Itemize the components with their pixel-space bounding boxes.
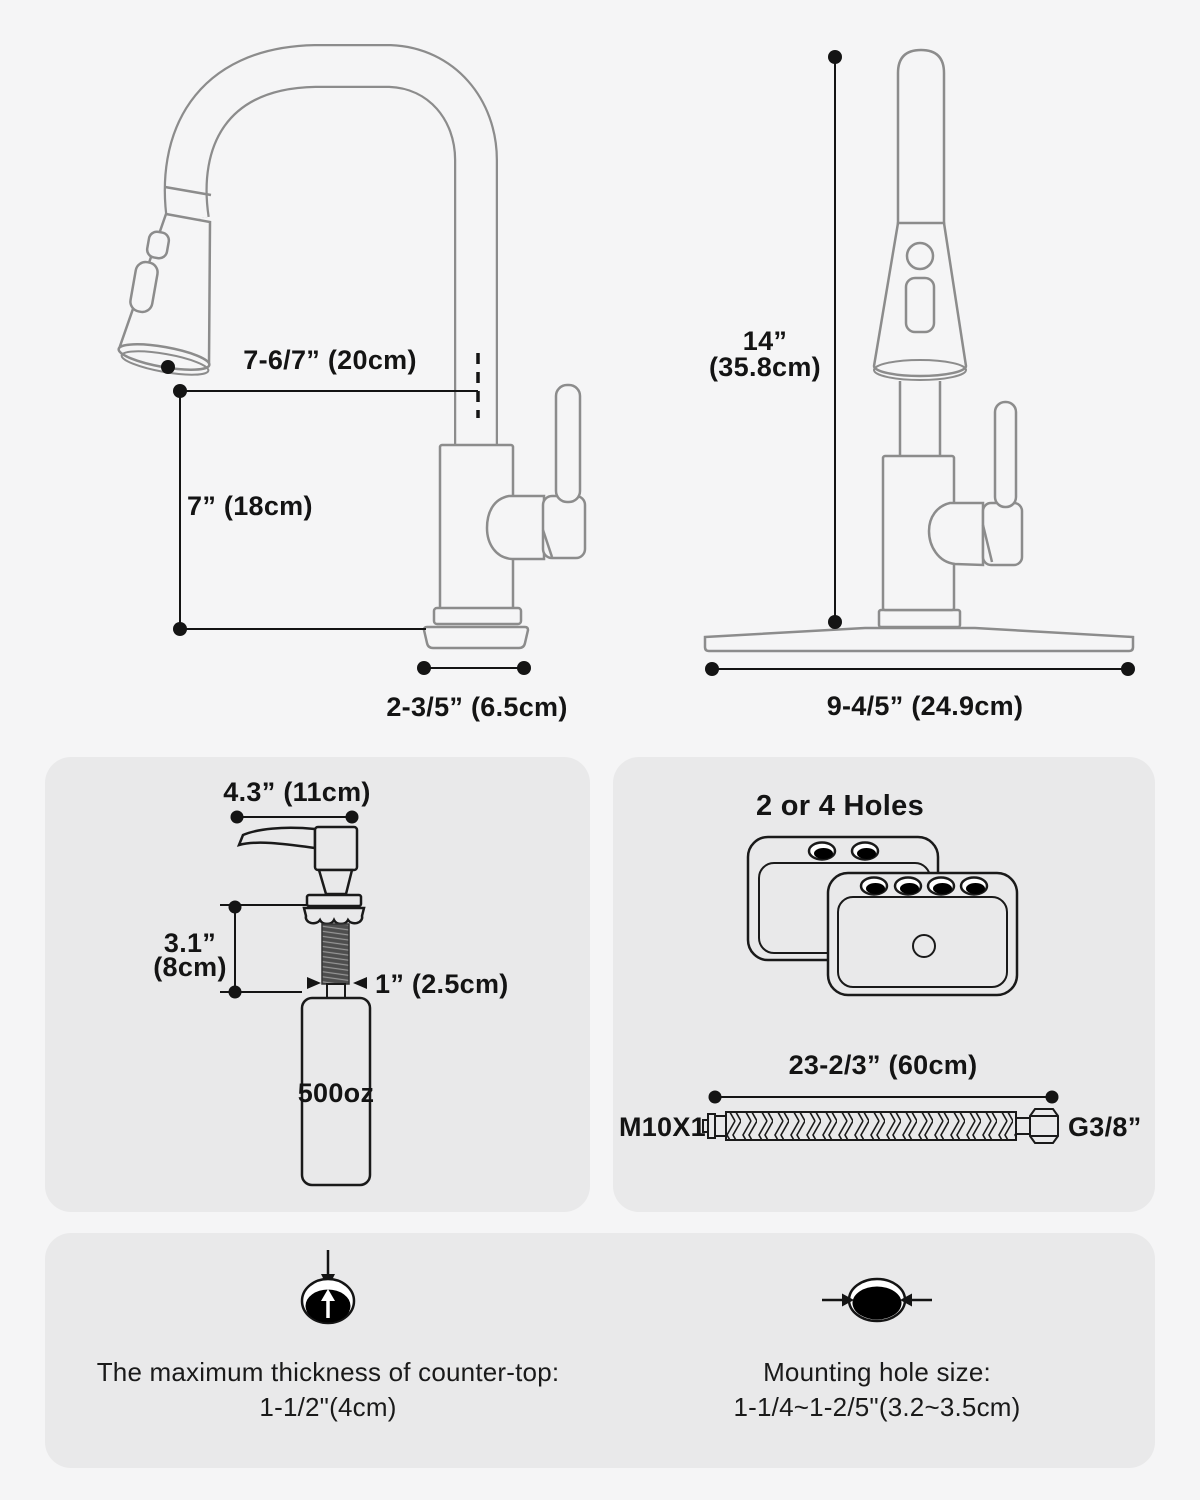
- faucet-side-view-drawing: [117, 44, 587, 675]
- side-base-width-label: 2-3/5” (6.5cm): [386, 692, 568, 722]
- sink-holes-and-hose-drawing: [702, 835, 1059, 1144]
- footer-panel: [45, 1233, 1155, 1468]
- countertop-thickness-value: 1-1/2"(4cm): [259, 1392, 397, 1422]
- dispenser-width-label: 4.3” (11cm): [223, 777, 371, 807]
- drain-hole-icon: [912, 934, 936, 958]
- deck-plate: [703, 626, 1135, 653]
- holes-title: 2 or 4 Holes: [756, 790, 924, 822]
- supply-hose-drawing: [702, 1108, 1059, 1144]
- countertop-thickness-label: The maximum thickness of counter-top:: [96, 1357, 560, 1387]
- mounting-hole-size-label: Mounting hole size:: [763, 1357, 991, 1387]
- sprayer-slider-icon: [129, 260, 159, 314]
- pump-spout: [236, 826, 317, 850]
- dispenser-thread-height-cm-label: (8cm): [153, 952, 227, 982]
- dispenser-thread-diameter-label: 1” (2.5cm): [375, 969, 509, 999]
- sprayer-button-icon: [904, 276, 936, 334]
- arrow-right-icon: [307, 977, 321, 989]
- soap-dispenser-drawing: [220, 810, 372, 1187]
- mounting-nut: [302, 906, 366, 926]
- soap-bottle: [300, 996, 372, 1187]
- front-height-inch-label: 14”: [742, 326, 788, 356]
- bottle-capacity-label: 500oz: [297, 1078, 375, 1108]
- sink-4-hole-drawing: [826, 871, 1019, 997]
- hose-right-fitting-label: G3/8”: [1068, 1112, 1142, 1142]
- faucet-handle: [554, 383, 582, 504]
- dispenser-thread-height-inch-label: 3.1”: [163, 928, 217, 958]
- front-height-cm-label: (35.8cm): [709, 352, 821, 382]
- pump-head: [313, 825, 359, 872]
- mounting-hole-size-icon: [822, 1277, 932, 1323]
- arrow-left-icon: [353, 977, 367, 989]
- countertop-thickness-icon: [300, 1250, 356, 1325]
- side-reach-label: 7-6/7” (20cm): [243, 345, 417, 375]
- side-height-label: 7” (18cm): [187, 491, 313, 521]
- threaded-shaft: [321, 923, 350, 985]
- hose-length-label: 23-2/3” (60cm): [788, 1050, 978, 1080]
- faucet-handle: [993, 400, 1018, 509]
- hose-left-fitting-label: M10X1: [618, 1112, 706, 1142]
- sprayer-button-icon: [145, 230, 171, 260]
- faucet-front-view-drawing: [703, 48, 1135, 676]
- footer-icons: [300, 1250, 932, 1325]
- sprayer-hole-icon: [905, 241, 935, 271]
- front-plate-width-label: 9-4/5” (24.9cm): [826, 691, 1024, 721]
- mounting-hole-size-value: 1-1/4~1-2/5"(3.2~3.5cm): [733, 1392, 1021, 1422]
